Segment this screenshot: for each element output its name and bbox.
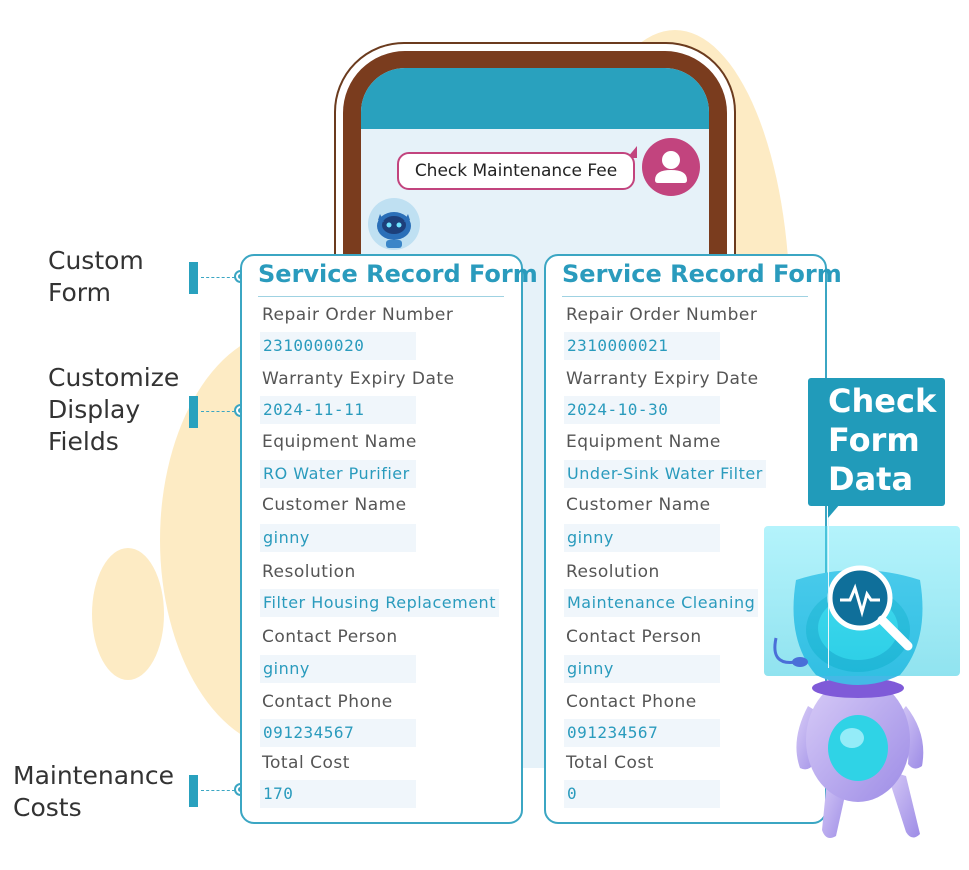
callout-connector [828, 518, 829, 668]
field-label-repair-order: Repair Order Number [566, 305, 758, 325]
service-record-form-1: Service Record Form Repair Order Number … [240, 254, 538, 824]
field-value-total-cost[interactable]: 170 [260, 780, 416, 808]
field-label-warranty: Warranty Expiry Date [262, 369, 455, 389]
title-divider [258, 296, 504, 297]
marker-display-fields [189, 396, 198, 428]
user-icon [655, 151, 687, 183]
field-value-resolution[interactable]: Maintenance Cleaning [564, 589, 759, 617]
phone-header [361, 68, 709, 129]
field-value-contact-person[interactable]: ginny [564, 655, 720, 683]
title-divider [562, 296, 808, 297]
user-message-text: Check Maintenance Fee [414, 161, 618, 181]
field-label-total-cost: Total Cost [262, 753, 350, 773]
field-label-resolution: Resolution [262, 562, 356, 582]
marker-maintenance-costs [189, 775, 198, 807]
field-value-customer[interactable]: ginny [260, 524, 416, 552]
field-label-contact-person: Contact Person [262, 627, 398, 647]
field-value-equipment[interactable]: Under-Sink Water Filter [564, 460, 766, 488]
connector-display-fields [201, 411, 235, 412]
callout-tail [828, 504, 840, 518]
connector-maintenance-costs [201, 790, 235, 791]
label-display-fields: Customize Display Fields [48, 363, 180, 456]
robot-icon [377, 212, 411, 248]
field-value-warranty[interactable]: 2024-10-30 [564, 396, 720, 424]
field-value-customer[interactable]: ginny [564, 524, 720, 552]
label-custom-form: Custom Form [48, 246, 144, 307]
check-form-data-callout: Check Form Data [808, 378, 945, 506]
field-label-warranty: Warranty Expiry Date [566, 369, 759, 389]
robot-mascot [764, 526, 960, 838]
field-label-contact-phone: Contact Phone [262, 692, 393, 712]
label-maintenance-costs: Maintenance Costs [13, 761, 174, 822]
service-record-form-2: Service Record Form Repair Order Number … [544, 254, 842, 824]
field-value-warranty[interactable]: 2024-11-11 [260, 396, 416, 424]
field-value-contact-phone[interactable]: 091234567 [260, 719, 416, 747]
field-label-equipment: Equipment Name [262, 432, 417, 452]
field-label-total-cost: Total Cost [566, 753, 654, 773]
field-label-customer: Customer Name [566, 495, 711, 515]
field-label-contact-phone: Contact Phone [566, 692, 697, 712]
connector-custom-form [201, 277, 235, 278]
bot-avatar [368, 198, 420, 250]
field-label-resolution: Resolution [566, 562, 660, 582]
field-label-equipment: Equipment Name [566, 432, 721, 452]
form-title: Service Record Form [562, 260, 842, 288]
field-value-repair-order[interactable]: 2310000021 [564, 332, 720, 360]
field-label-contact-person: Contact Person [566, 627, 702, 647]
field-label-repair-order: Repair Order Number [262, 305, 454, 325]
bubble-tail [627, 146, 637, 158]
field-label-customer: Customer Name [262, 495, 407, 515]
marker-custom-form [189, 262, 198, 294]
background-blob-small [92, 548, 164, 680]
field-value-contact-person[interactable]: ginny [260, 655, 416, 683]
field-value-equipment[interactable]: RO Water Purifier [260, 460, 416, 488]
field-value-resolution[interactable]: Filter Housing Replacement [260, 589, 499, 617]
field-value-total-cost[interactable]: 0 [564, 780, 720, 808]
form-title: Service Record Form [258, 260, 538, 288]
callout-text: Check Form Data [828, 382, 937, 498]
field-value-contact-phone[interactable]: 091234567 [564, 719, 720, 747]
user-avatar [642, 138, 700, 196]
magnifier-pulse-icon [827, 565, 913, 651]
field-value-repair-order[interactable]: 2310000020 [260, 332, 416, 360]
user-message-bubble: Check Maintenance Fee [397, 152, 635, 190]
